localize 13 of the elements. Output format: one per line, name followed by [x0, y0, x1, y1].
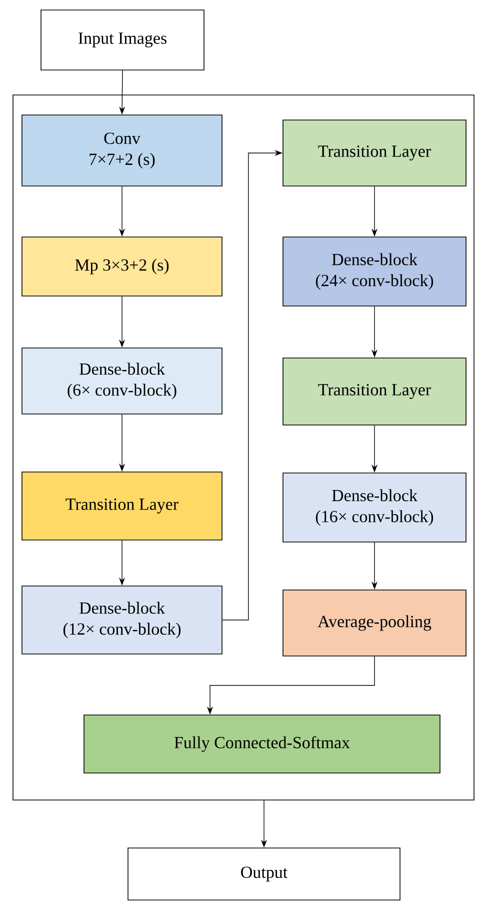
layer-box: Dense-block (24× conv-block)	[282, 236, 466, 306]
layer-box: Dense-block (16× conv-block)	[282, 472, 466, 542]
output-box: Output	[128, 848, 400, 900]
layer-box: Dense-block (6× conv-block)	[22, 348, 222, 414]
layer-box: Average-pooling	[282, 590, 466, 656]
layer-box: Transition Layer	[282, 358, 466, 426]
layer-box: Mp 3×3+2 (s)	[22, 236, 222, 296]
layer-box: Fully Connected-Softmax	[84, 714, 440, 774]
layer-box: Dense-block (12× conv-block)	[22, 586, 222, 654]
layer-box: Transition Layer	[282, 120, 466, 186]
layer-box: Transition Layer	[22, 472, 222, 540]
layer-box: Conv 7×7+2 (s)	[22, 114, 222, 186]
input-box: Input Images	[40, 10, 204, 70]
